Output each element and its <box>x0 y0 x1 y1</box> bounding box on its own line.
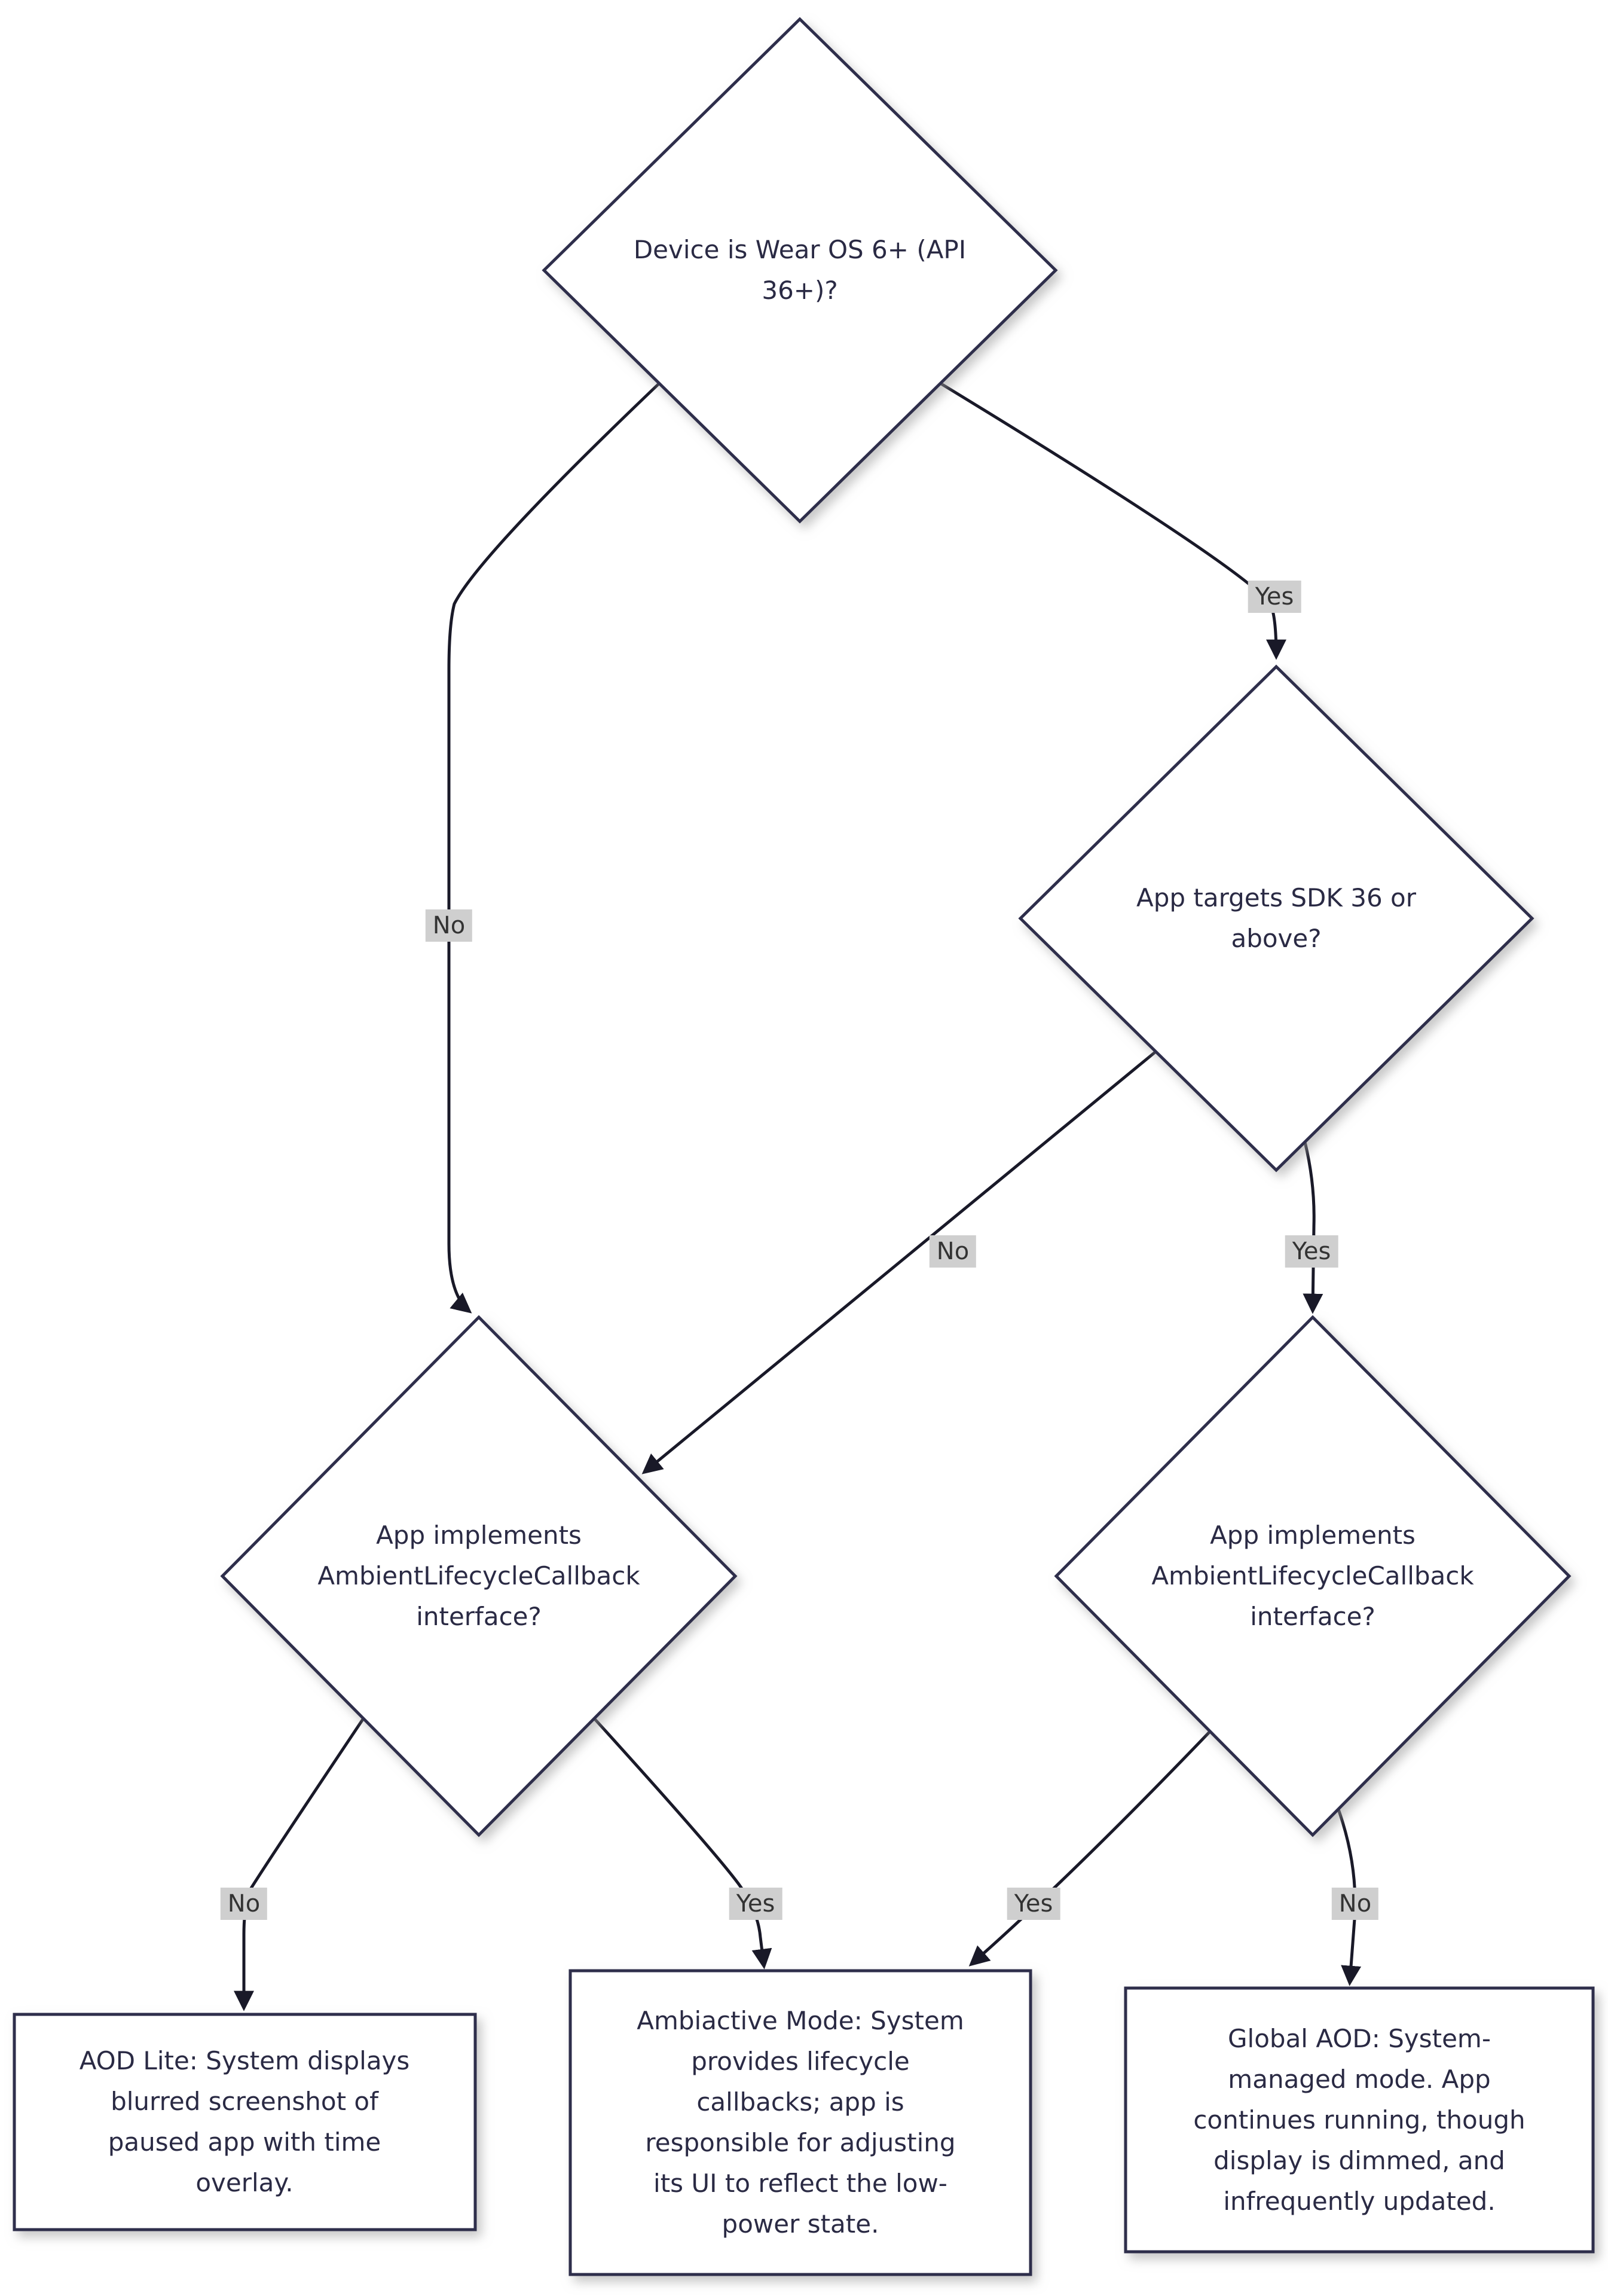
decision-implements-callback-left <box>220 1315 738 1837</box>
edge-group <box>234 381 1362 2011</box>
edge-d2-yes-d4 <box>1303 1141 1323 1314</box>
edge-d4-no-globalaod <box>1337 1809 1362 1986</box>
decision-implements-callback-right <box>1054 1315 1572 1837</box>
edge-d3-yes-ambiactive <box>593 1717 772 1970</box>
node-group <box>13 17 1595 2276</box>
edge-d2-no-d3 <box>641 1051 1156 1474</box>
edge-d3-no-aodlite <box>234 1717 365 2011</box>
result-aod-lite-box <box>13 2013 477 2231</box>
edge-d1-yes-d2 <box>939 381 1286 660</box>
result-ambiactive-box <box>568 1969 1032 2276</box>
decision-device-wearos6 <box>542 17 1058 524</box>
edge-d1-no-d3 <box>447 382 661 1314</box>
result-global-aod-box <box>1124 1986 1595 2254</box>
edge-d4-yes-ambiactive <box>968 1730 1211 1967</box>
decision-targets-sdk36 <box>1018 664 1534 1173</box>
